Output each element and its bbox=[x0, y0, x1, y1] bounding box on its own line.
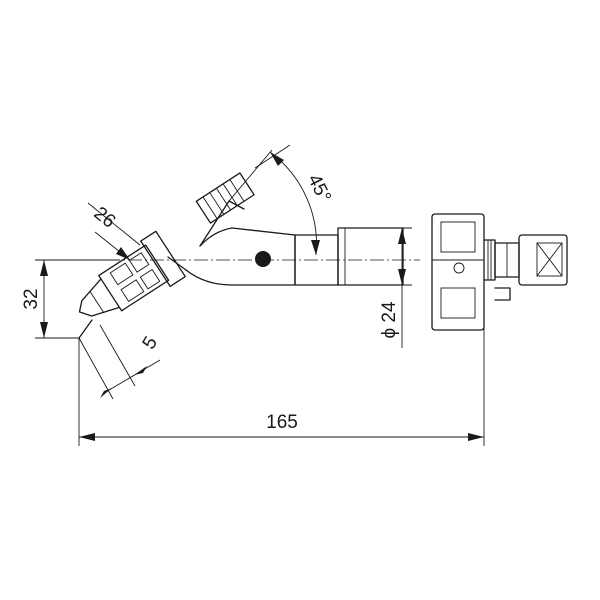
angle-arc bbox=[269, 151, 317, 256]
arrow-5-b bbox=[134, 366, 147, 375]
arrow-angle-bottom bbox=[311, 240, 320, 255]
knurled-nut bbox=[195, 172, 255, 224]
shaft-hole bbox=[255, 251, 271, 267]
dim-text-tip-length: 5 bbox=[139, 333, 162, 353]
dim-text-height: 32 bbox=[21, 288, 42, 309]
dimension-height: 32 bbox=[21, 259, 120, 339]
torch-neck bbox=[78, 172, 255, 339]
arrow-right bbox=[468, 433, 484, 441]
rear-plug bbox=[518, 234, 568, 286]
dim-text-diameter: ϕ 24 bbox=[379, 301, 400, 338]
arrow-dia-bottom bbox=[398, 269, 406, 285]
flange-window-top bbox=[440, 221, 476, 253]
dimension-tip-length: 5 bbox=[78, 324, 162, 400]
neck-bend-inner bbox=[185, 269, 233, 286]
arrow-left bbox=[79, 433, 95, 441]
nozzle-tip bbox=[78, 319, 93, 339]
angle-ext-line bbox=[254, 144, 291, 169]
arrow-5-a bbox=[100, 388, 112, 398]
arrow-height-top bbox=[40, 260, 48, 276]
ext-line-5-b bbox=[99, 324, 136, 387]
dimension-nozzle-width: 26 bbox=[87, 202, 141, 261]
rear-plug-inner bbox=[536, 242, 563, 277]
dim-line-5 bbox=[103, 359, 161, 394]
dim-text-length: 165 bbox=[266, 412, 298, 433]
dimension-diameter: ϕ 24 bbox=[370, 227, 412, 348]
coupling-flange bbox=[431, 213, 485, 331]
shaft-collar bbox=[337, 227, 404, 286]
plug-cross-2 bbox=[536, 242, 563, 277]
neck-bend-outer bbox=[199, 227, 233, 247]
arrow-angle-top bbox=[270, 152, 284, 166]
flange-center-circle bbox=[453, 262, 465, 274]
torch-body bbox=[40, 213, 568, 331]
angle-neck-ext bbox=[228, 149, 273, 202]
nozzle-body bbox=[78, 230, 186, 317]
arrow-dia-top bbox=[398, 228, 406, 244]
thread-nipple bbox=[483, 239, 496, 281]
side-connector bbox=[494, 287, 511, 301]
arrow-26 bbox=[116, 247, 130, 260]
ext-line-26-a bbox=[87, 202, 141, 246]
arrow-height-bottom bbox=[40, 322, 48, 338]
dimension-total-length: 165 bbox=[78, 328, 485, 446]
flange-window-bottom bbox=[440, 287, 476, 319]
ext-line-5-a bbox=[78, 337, 114, 400]
